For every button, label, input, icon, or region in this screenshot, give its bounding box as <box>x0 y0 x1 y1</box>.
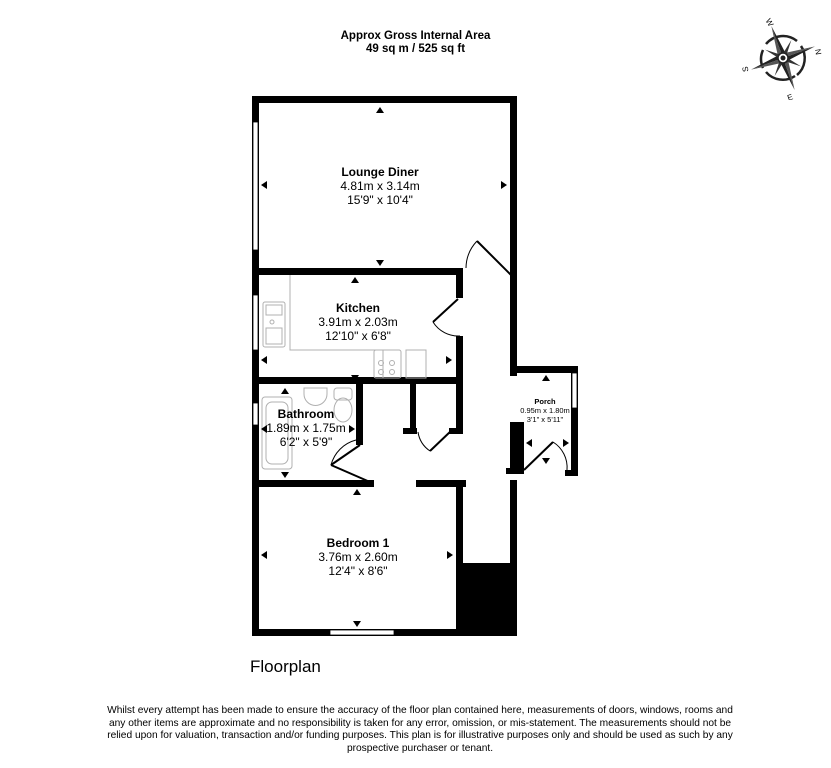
room-name: Kitchen <box>335 301 380 315</box>
compass-e-label: E <box>786 92 794 100</box>
room-imperial: 12'10" x 6'8" <box>325 329 391 343</box>
room-name: Bedroom 1 <box>326 536 390 550</box>
room-imperial: 15'9" x 10'4" <box>347 193 413 207</box>
compass-rose-icon: W N S E <box>741 17 823 100</box>
room-label-porch: Porch 0.95m x 1.80m 3'1" x 5'11" <box>520 397 570 424</box>
compass-w-label: W <box>764 17 776 28</box>
room-metric: 3.91m x 2.03m <box>318 315 398 329</box>
room-imperial: 3'1" x 5'11" <box>526 415 564 424</box>
room-imperial: 12'4" x 8'6" <box>328 564 388 578</box>
compass-s-label: S <box>741 66 751 73</box>
room-imperial: 6'2" x 5'9" <box>279 435 333 449</box>
room-name: Porch <box>534 397 556 406</box>
area-value: 49 sq m / 525 sq ft <box>365 43 466 55</box>
room-label-bedroom-1: Bedroom 1 3.76m x 2.60m 12'4" x 8'6" <box>318 536 397 578</box>
floorplan-drawing <box>252 96 578 636</box>
area-header: Approx Gross Internal Area 49 sq m / 525… <box>0 30 831 56</box>
room-name: Bathroom <box>277 407 335 421</box>
compass-n-label: N <box>813 48 823 55</box>
room-name: Lounge Diner <box>341 165 419 179</box>
room-metric: 1.89m x 1.75m <box>266 421 346 435</box>
room-label-kitchen: Kitchen 3.91m x 2.03m 12'10" x 6'8" <box>318 301 397 343</box>
room-label-bathroom: Bathroom 1.89m x 1.75m 6'2" x 5'9" <box>266 407 345 449</box>
disclaimer-text: Whilst every attempt has been made to en… <box>107 705 733 754</box>
floor-title: Floorplan <box>250 657 321 676</box>
room-metric: 3.76m x 2.60m <box>318 550 398 564</box>
area-title: Approx Gross Internal Area <box>340 30 491 42</box>
room-metric: 0.95m x 1.80m <box>520 406 570 415</box>
room-metric: 4.81m x 3.14m <box>340 179 420 193</box>
room-label-lounge-diner: Lounge Diner 4.81m x 3.14m 15'9" x 10'4" <box>340 165 419 207</box>
